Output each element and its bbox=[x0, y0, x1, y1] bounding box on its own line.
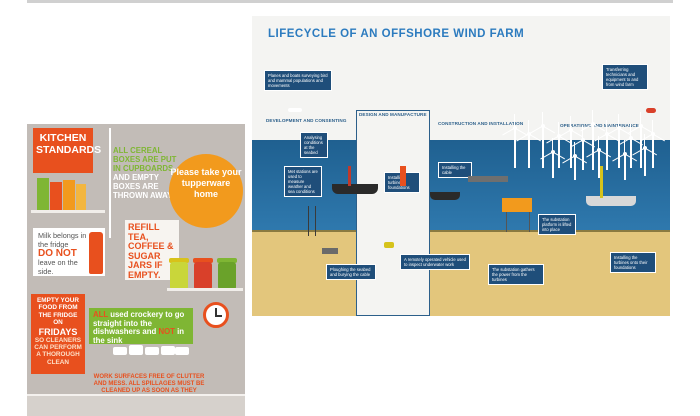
label-met-stations: Met stations are used to measure weather… bbox=[284, 166, 322, 197]
dish-text-1: used crockery to go straight into the di… bbox=[93, 310, 185, 337]
vessel-icon bbox=[332, 184, 378, 194]
jackup-vessel-icon bbox=[586, 196, 636, 206]
label-substation-gathers: The substation gathers the power from th… bbox=[488, 264, 544, 285]
jackup-crane-icon bbox=[600, 166, 603, 198]
milk-bottle-icon bbox=[89, 232, 103, 274]
fridge-text-1: EMPTY YOUR FOOD FROM THE FRIDGE ON bbox=[36, 297, 80, 327]
dish-not-text: NOT bbox=[158, 327, 175, 337]
foundation-vessel-icon bbox=[400, 166, 406, 186]
clock-icon bbox=[203, 302, 229, 328]
stage-development: DEVELOPMENT AND CONSENTING bbox=[266, 118, 347, 123]
label-technicians: Transferring technicians and equipment t… bbox=[602, 64, 648, 90]
milk-line1: Milk belongs in the fridge bbox=[38, 231, 87, 249]
rov-icon bbox=[384, 242, 394, 248]
milk-do-not: DO NOT bbox=[38, 248, 77, 260]
kitchen-standards-poster: KITCHEN STANDARDS ALL CEREAL BOXES ARE P… bbox=[27, 124, 245, 416]
label-planes-boats: Planes and boats surveying bird and mamm… bbox=[264, 70, 332, 91]
plane-icon bbox=[288, 108, 302, 112]
fridge-day-text: FRIDAYS bbox=[38, 326, 78, 337]
plough-icon bbox=[322, 248, 338, 254]
fridge-text-2: SO CLEANERS CAN PERFORM A THOROUGH CLEAN bbox=[34, 336, 82, 366]
shelf bbox=[167, 288, 243, 291]
jars-icon bbox=[169, 254, 245, 290]
stage-design: DESIGN AND MANUFACTURE bbox=[356, 110, 430, 316]
kitchen-title-line1: KITCHEN bbox=[39, 132, 87, 144]
plates-icon bbox=[113, 345, 189, 355]
label-installing-turbines: Installing the turbines onto their found… bbox=[610, 252, 656, 273]
offshore-wind-poster: LIFECYCLE OF AN OFFSHORE WIND FARM DEVEL… bbox=[252, 16, 670, 316]
refill-text: REFILL bbox=[128, 222, 160, 232]
milk-line2: leave on the side. bbox=[38, 258, 78, 276]
tupperware-text: Please take your tupperware home bbox=[170, 167, 242, 199]
label-substation-lifted: The substation platform is lifted into p… bbox=[538, 214, 576, 235]
substation-legs-icon bbox=[506, 212, 530, 232]
vessel-icon bbox=[348, 166, 351, 186]
wind-title: LIFECYCLE OF AN OFFSHORE WIND FARM bbox=[268, 28, 525, 40]
seabed bbox=[252, 232, 670, 316]
divider bbox=[109, 128, 111, 238]
helicopter-icon bbox=[646, 108, 656, 113]
fridge-rule-card: EMPTY YOUR FOOD FROM THE FRIDGE ON FRIDA… bbox=[31, 294, 85, 374]
cereal-rule-text: ALL CEREAL BOXES ARE PUT IN CUPBOARDS AN… bbox=[113, 146, 179, 200]
kitchen-counter bbox=[27, 394, 245, 416]
shelf bbox=[31, 210, 105, 213]
dishwasher-rule-card: ALL used crockery to go straight into th… bbox=[89, 308, 193, 344]
cable-vessel-icon bbox=[430, 192, 460, 200]
refill-rest-text: TEA, COFFEE & SUGAR JARS IF EMPTY. bbox=[128, 231, 174, 280]
crane-barge-icon bbox=[468, 176, 508, 182]
stage-operations: OPERATIONS AND MAINTENANCE bbox=[560, 123, 639, 128]
cereal-boxes-icon bbox=[35, 174, 89, 210]
met-mast-icon bbox=[308, 206, 316, 236]
cereal-and-text: AND bbox=[113, 173, 130, 182]
cereal-all-text: ALL CEREAL BOXES ARE PUT IN CUPBOARDS bbox=[113, 146, 177, 173]
cereal-empty-text: EMPTY BOXES ARE THROWN AWAY bbox=[113, 173, 173, 200]
substation-icon bbox=[502, 198, 532, 212]
label-ploughing: Ploughing the seabed and burying the cab… bbox=[326, 264, 376, 280]
label-analysing-seabed: Analysing conditions at the seabed bbox=[300, 132, 328, 158]
label-installing-cable: Installing the cable bbox=[438, 162, 472, 178]
label-rov: A remotely operated vehicle used to insp… bbox=[400, 254, 470, 270]
tupperware-badge: Please take your tupperware home bbox=[169, 154, 243, 228]
dish-all-text: ALL bbox=[93, 310, 109, 319]
kitchen-title-line2: STANDARDS bbox=[36, 144, 102, 156]
stage-construction: CONSTRUCTION AND INSTALLATION bbox=[438, 121, 524, 126]
page-top-rule bbox=[27, 0, 673, 3]
dish-text-2: in the sink bbox=[93, 327, 185, 345]
kitchen-title: KITCHEN STANDARDS bbox=[33, 128, 102, 173]
